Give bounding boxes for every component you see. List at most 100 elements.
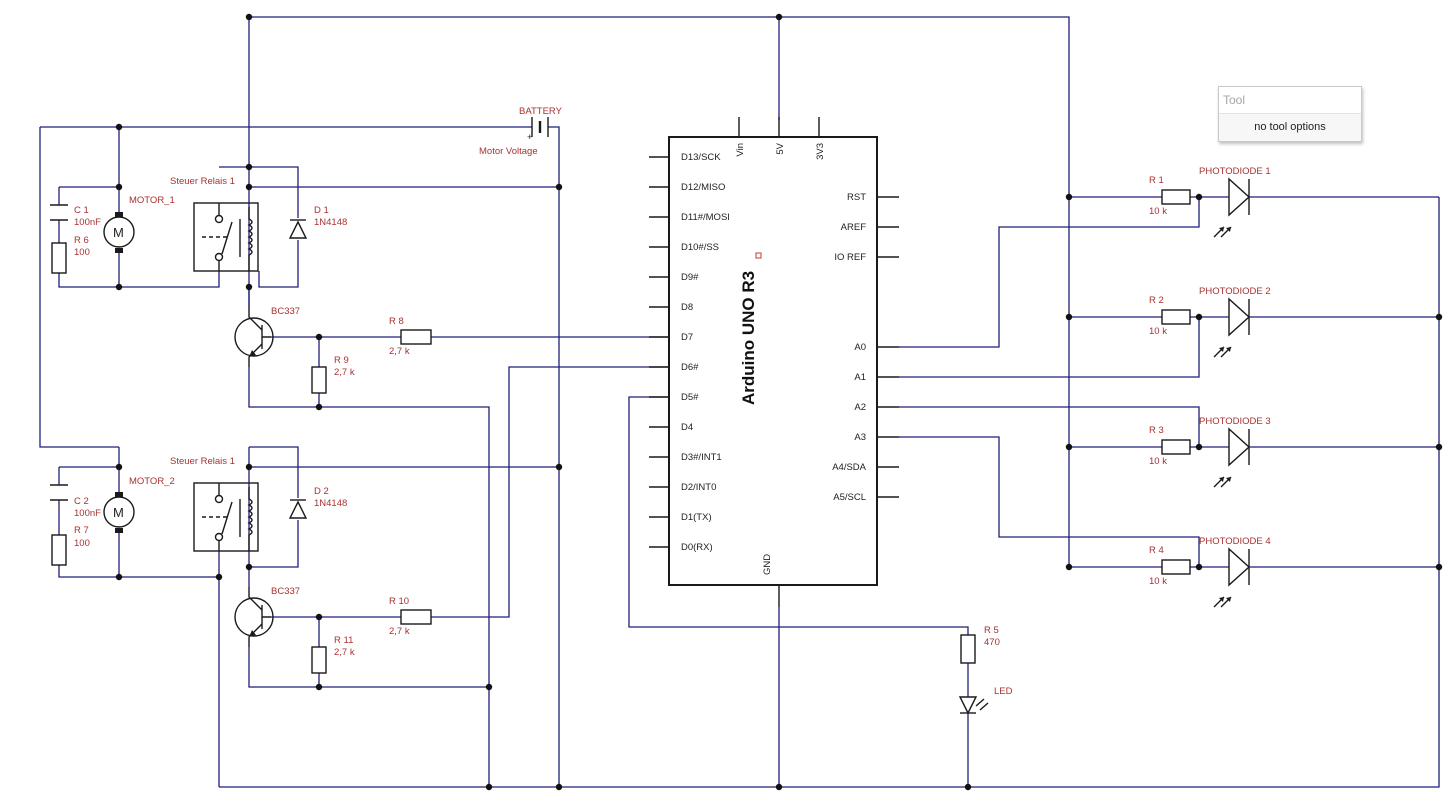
diode-d2-label: D 2 bbox=[314, 486, 329, 497]
photodiode-1-group: R 1 10 k PHOTODIODE 1 bbox=[1149, 166, 1271, 238]
diode-d2-value: 1N4148 bbox=[314, 498, 347, 509]
diode-d1-value: 1N4148 bbox=[314, 217, 347, 228]
cap-c1-label: C 1 bbox=[74, 205, 89, 216]
battery-symbol[interactable]: BATTERY + Motor Voltage bbox=[479, 106, 563, 157]
transistor-2-symbol[interactable] bbox=[234, 587, 274, 647]
capacitor-c1[interactable] bbox=[50, 204, 68, 221]
arduino-pin-left: D4 bbox=[681, 422, 693, 433]
arduino-pin-top: 3V3 bbox=[815, 143, 826, 160]
resistor-pd-1[interactable] bbox=[1161, 189, 1191, 205]
arduino-pin-right: A1 bbox=[854, 372, 866, 383]
tool-panel[interactable]: Tool no tool options bbox=[1218, 86, 1362, 142]
res-r10-value: 2,7 k bbox=[389, 626, 410, 637]
pd-res-value: 10 k bbox=[1149, 206, 1167, 217]
led-section: R 5 470 LED bbox=[958, 625, 1013, 715]
transistor-1-label: BC337 bbox=[271, 306, 300, 317]
motor-1-label: MOTOR_1 bbox=[129, 195, 175, 206]
arduino-pin-left: D10#/SS bbox=[681, 242, 719, 253]
junction-dots bbox=[115, 13, 1443, 791]
pd-res-label: R 4 bbox=[1149, 545, 1164, 556]
res-r8-value: 2,7 k bbox=[389, 346, 410, 357]
diode-d2-symbol[interactable] bbox=[288, 499, 308, 519]
res-r11-value: 2,7 k bbox=[334, 647, 355, 658]
led-symbol[interactable] bbox=[958, 696, 989, 715]
resistor-pd-2[interactable] bbox=[1161, 309, 1191, 325]
tool-panel-body: no tool options bbox=[1254, 121, 1326, 133]
photodiode-label: PHOTODIODE 1 bbox=[1199, 166, 1271, 177]
arduino-pin-left: D6# bbox=[681, 362, 699, 373]
motor-1-symbol[interactable]: M bbox=[103, 212, 135, 253]
res-r10-label: R 10 bbox=[389, 596, 409, 607]
arduino-pin-right: A5/SCL bbox=[833, 492, 866, 503]
resistor-pd-3[interactable] bbox=[1161, 439, 1191, 455]
photodiode-label: PHOTODIODE 4 bbox=[1199, 536, 1271, 547]
relay-2-label: Steuer Relais 1 bbox=[170, 456, 235, 467]
diode-d1-label: D 1 bbox=[314, 205, 329, 216]
arduino-pin-left: D11#/MOSI bbox=[681, 212, 730, 223]
relay-2-symbol[interactable] bbox=[193, 482, 259, 552]
photodiode-4-symbol[interactable] bbox=[1213, 547, 1251, 608]
tool-panel-title: Tool bbox=[1219, 87, 1361, 114]
capacitor-c2[interactable] bbox=[50, 484, 68, 501]
pd-res-label: R 1 bbox=[1149, 175, 1164, 186]
res-r5-label: R 5 bbox=[984, 625, 999, 636]
arduino-pin-left: D7 bbox=[681, 332, 693, 343]
pd-res-value: 10 k bbox=[1149, 456, 1167, 467]
resistor-r7[interactable] bbox=[51, 534, 67, 566]
battery-value: Motor Voltage bbox=[479, 146, 538, 157]
resistor-r5[interactable] bbox=[960, 634, 976, 664]
arduino-pin-left: D8 bbox=[681, 302, 693, 313]
res-r5-value: 470 bbox=[984, 637, 1000, 648]
arduino-pin-left: D2/INT0 bbox=[681, 482, 716, 493]
resistor-r8[interactable] bbox=[400, 329, 432, 345]
arduino-pin-top: Vin bbox=[735, 143, 746, 157]
res-r6-value: 100 bbox=[74, 247, 90, 258]
arduino-pin-right: A4/SDA bbox=[832, 462, 866, 473]
motor-2-symbol[interactable]: M bbox=[103, 492, 135, 533]
photodiode-4-group: R 4 10 k PHOTODIODE 4 bbox=[1149, 536, 1271, 608]
photodiode-2-symbol[interactable] bbox=[1213, 297, 1251, 358]
resistor-r10[interactable] bbox=[400, 609, 432, 625]
motor-1-letter: M bbox=[113, 225, 124, 240]
cap-c2-label: C 2 bbox=[74, 496, 89, 507]
arduino-pin-left: D1(TX) bbox=[681, 512, 712, 523]
res-r7-value: 100 bbox=[74, 538, 90, 549]
transistor-2-label: BC337 bbox=[271, 586, 300, 597]
arduino-pin-left: D12/MISO bbox=[681, 182, 725, 193]
resistor-r6[interactable] bbox=[51, 242, 67, 274]
res-r7-label: R 7 bbox=[74, 525, 89, 536]
resistor-r11[interactable] bbox=[311, 646, 327, 674]
arduino-pin-right: AREF bbox=[841, 222, 867, 233]
photodiode-1-symbol[interactable] bbox=[1213, 177, 1251, 238]
diode-d1-symbol[interactable] bbox=[288, 219, 308, 239]
arduino-pin-right: A0 bbox=[854, 342, 866, 353]
arduino-pin-left: D9# bbox=[681, 272, 699, 283]
pd-res-value: 10 k bbox=[1149, 326, 1167, 337]
pd-res-value: 10 k bbox=[1149, 576, 1167, 587]
pd-res-label: R 2 bbox=[1149, 295, 1164, 306]
res-r11-label: R 11 bbox=[334, 635, 353, 646]
battery-plus-label: + bbox=[527, 132, 533, 143]
cap-c1-value: 100nF bbox=[74, 217, 101, 228]
res-r9-value: 2,7 k bbox=[334, 367, 355, 378]
arduino-pin-left: D5# bbox=[681, 392, 699, 403]
photodiode-3-symbol[interactable] bbox=[1213, 427, 1251, 488]
arduino-pin-bottom: GND bbox=[762, 554, 773, 575]
cap-c2-value: 100nF bbox=[74, 508, 101, 519]
res-r8-label: R 8 bbox=[389, 316, 404, 327]
pd-res-label: R 3 bbox=[1149, 425, 1164, 436]
arduino-pin-right: RST bbox=[847, 192, 866, 203]
transistor-1-symbol[interactable] bbox=[234, 307, 274, 367]
res-r9-label: R 9 bbox=[334, 355, 349, 366]
relay-1-symbol[interactable] bbox=[193, 202, 259, 272]
arduino-title: Arduino UNO R3 bbox=[739, 271, 758, 405]
battery-label: BATTERY bbox=[519, 106, 563, 117]
arduino-board[interactable]: Arduino UNO R3 D13/SCKD12/MISOD11#/MOSID… bbox=[649, 117, 899, 607]
motor-2-letter: M bbox=[113, 505, 124, 520]
resistor-pd-4[interactable] bbox=[1161, 559, 1191, 575]
resistor-r9[interactable] bbox=[311, 366, 327, 394]
relay-1-label: Steuer Relais 1 bbox=[170, 176, 235, 187]
arduino-pin-left: D3#/INT1 bbox=[681, 452, 722, 463]
arduino-pin-right: A3 bbox=[854, 432, 866, 443]
